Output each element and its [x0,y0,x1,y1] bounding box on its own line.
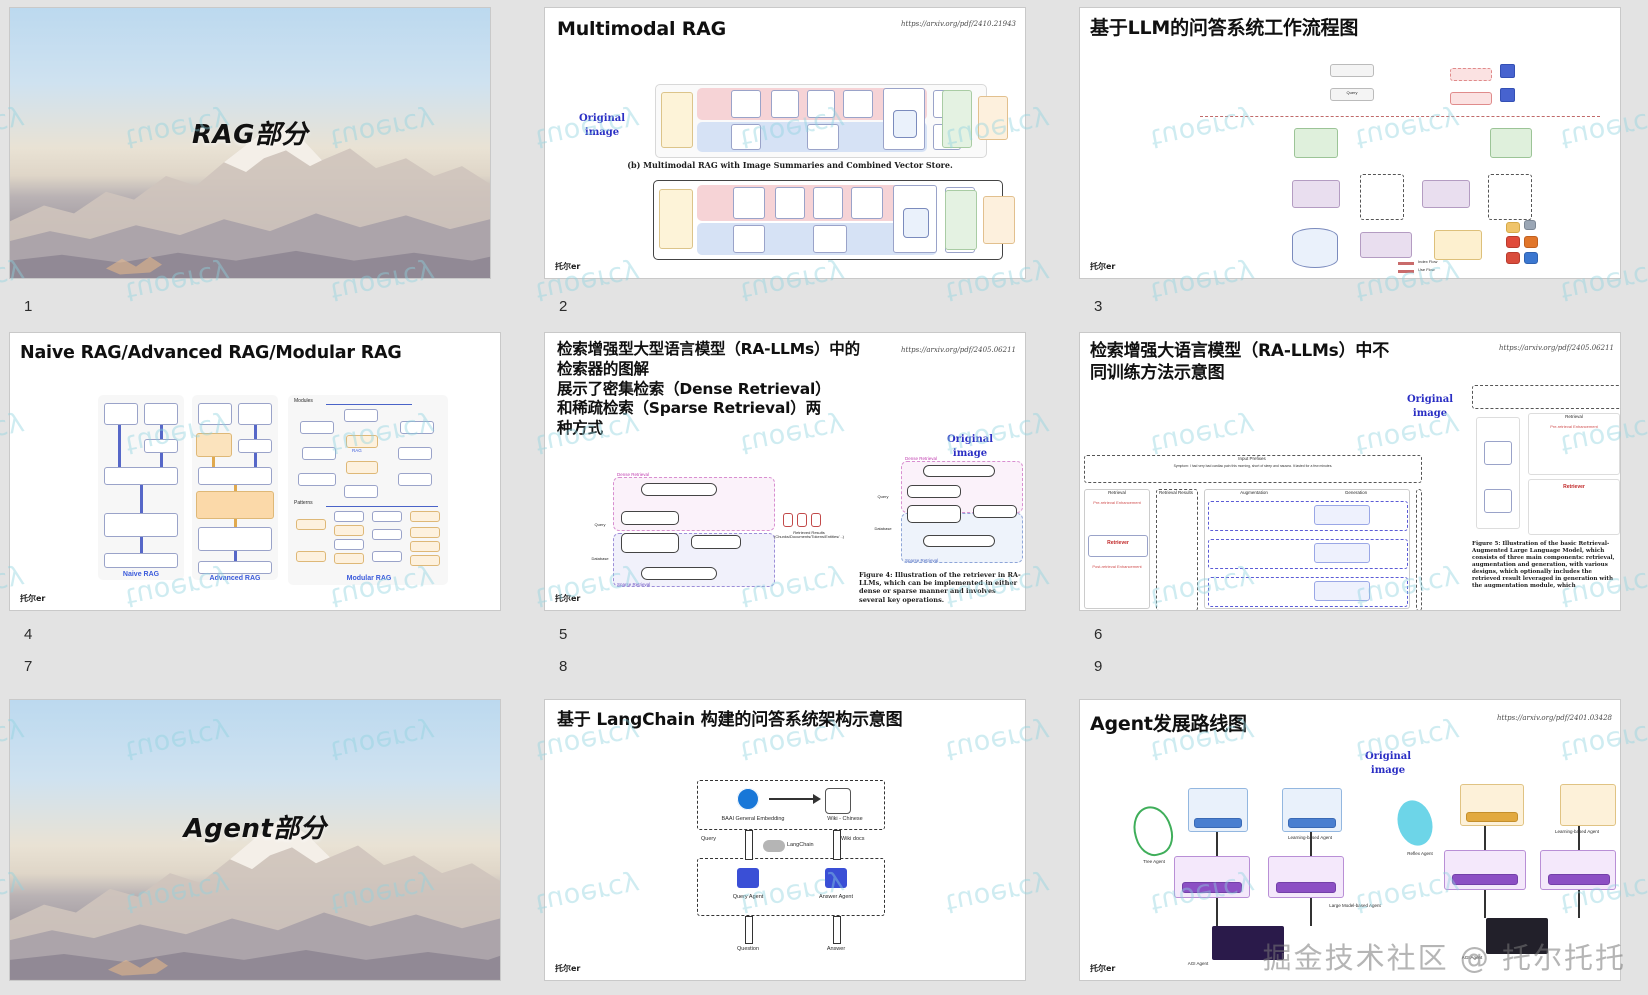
mountain-ridge-icon [10,806,500,980]
slide-title: 基于LLM的问答系统工作流程图 [1090,17,1359,39]
mountain-photo: Agent部分 [10,700,500,980]
slide-number: 1 [24,298,33,315]
source-url: https://arxiv.org/pdf/2405.06211 [1499,344,1614,352]
original-figure-right: Retrieval Pre-retrieval Enhancement Retr… [1472,385,1620,535]
slide-title: 检索增强大语言模型（RA-LLMs）中不 同训练方法示意图 [1090,341,1390,383]
slide-thumbnail-1[interactable]: RAG部分 [10,8,490,278]
slide-footer: 托尔er [555,262,581,271]
slide-footer: 托尔er [555,594,581,603]
slide-thumbnail-8[interactable]: 基于 LangChain 构建的问答系统架构示意图 BAAI General E… [545,700,1025,980]
slide-number-9: 9 [1094,658,1103,675]
slide-number-7: 7 [24,658,33,675]
slide-cell-1[interactable]: RAG部分 1 [10,8,510,318]
retriever-diagram-right: Dense Retrieval Sparse Retrieval Query D… [861,456,1023,569]
slide-cell-3[interactable]: 基于LLM的问答系统工作流程图 Query [1080,8,1640,318]
advanced-rag-column: Advanced RAG [192,395,278,582]
slide-thumbnail-9[interactable]: Agent发展路线图 https://arxiv.org/pdf/2401.03… [1080,700,1620,980]
slide-title: Agent发展路线图 [1090,713,1247,735]
chat-question-box [983,196,1015,244]
slide-thumbnail-5[interactable]: 检索增强型大型语言模型（RA-LLMs）中的检索器的图解 展示了密集检索（Den… [545,333,1025,610]
ra-llm-training-diagram: Input Prefixes Symptom: I had very bad c… [1084,455,1424,610]
slide-footer: 托尔er [1090,262,1116,271]
slide-cell-8[interactable]: 基于 LangChain 构建的问答系统架构示意图 BAAI General E… [545,700,1045,995]
agent-roadmap-left: Tree Agent Learning-based Agent Large Mo… [1127,778,1384,968]
mountain-photo: RAG部分 [10,8,490,278]
slide-thumbnail-7[interactable]: Agent部分 [10,700,500,980]
slide-thumbnail-6[interactable]: 检索增强大语言模型（RA-LLMs）中不 同训练方法示意图 https://ar… [1080,333,1620,610]
slide-title: Naive RAG/Advanced RAG/Modular RAG [20,343,402,363]
user-question-box [978,96,1008,140]
slide-cell-9[interactable]: Agent发展路线图 https://arxiv.org/pdf/2401.03… [1080,700,1640,995]
source-url: https://arxiv.org/pdf/2410.21943 [901,20,1016,28]
slide-number: 5 [559,626,568,643]
slide-footer: 托尔er [1090,964,1116,973]
mountain-ridge-icon [10,111,490,278]
figure-caption: Figure 4: Illustration of the retriever … [859,571,1021,604]
slide-number: 3 [1094,298,1103,315]
slide-cell-6[interactable]: 检索增强大语言模型（RA-LLMs）中不 同训练方法示意图 https://ar… [1080,333,1640,643]
slide-footer: 托尔er [555,964,581,973]
slide-title: 检索增强型大型语言模型（RA-LLMs）中的检索器的图解 展示了密集检索（Den… [557,340,860,438]
slide-thumbnail-3[interactable]: 基于LLM的问答系统工作流程图 Query [1080,8,1620,278]
agent-roadmap-right: Reflex Agent Learning-based Agent AGI Ag… [1392,778,1616,968]
slide-cell-5[interactable]: 检索增强型大型语言模型（RA-LLMs）中的检索器的图解 展示了密集检索（Den… [545,333,1045,643]
slide-cell-2[interactable]: Multimodal RAG https://arxiv.org/pdf/241… [545,8,1045,318]
source-url: https://arxiv.org/pdf/2401.03428 [1497,714,1612,722]
modular-rag-column: Modules RAG Patterns [288,395,448,585]
slide-thumbnail-2[interactable]: Multimodal RAG https://arxiv.org/pdf/241… [545,8,1025,278]
answer-synthesis-box-2 [945,190,977,250]
figure-caption: Figure 5: Illustration of the basic Retr… [1472,541,1615,589]
slide-thumbnail-4[interactable]: Naive RAG/Advanced RAG/Modular RAG Naive… [10,333,500,610]
answer-synthesis-box [942,90,972,148]
slide-number: 4 [24,626,33,643]
brand-watermark: 掘金技术社区 @ 托尔托托 [1262,941,1626,975]
slide-footer: 托尔er [20,594,46,603]
slide-cell-4[interactable]: Naive RAG/Advanced RAG/Modular RAG Naive… [10,333,510,643]
slide-number-8: 8 [559,658,568,675]
naive-rag-column: Naive RAG [98,395,184,580]
figure-caption: (b) Multimodal RAG with Image Summaries … [627,160,953,170]
multimodal-rag-diagram-lower [653,180,1003,260]
slide-cell-7[interactable]: Agent部分 [10,700,510,995]
llm-qa-flow-diagram: Query [1200,50,1600,273]
multimodal-rag-diagram-upper [655,84,987,158]
slide-title: 基于 LangChain 构建的问答系统架构示意图 [557,710,903,730]
slide-title: Multimodal RAG [557,18,727,40]
retriever-diagram-left: Dense Retrieval Sparse Retrieval Query D… [591,472,845,587]
slide-number: 2 [559,298,568,315]
slide-title: Agent部分 [183,814,327,844]
slide-title: RAG部分 [192,120,308,150]
langchain-qa-diagram: BAAI General Embedding Wiki - Chinese Qu… [697,780,885,960]
slide-number: 6 [1094,626,1103,643]
source-url: https://arxiv.org/pdf/2405.06211 [901,346,1016,354]
